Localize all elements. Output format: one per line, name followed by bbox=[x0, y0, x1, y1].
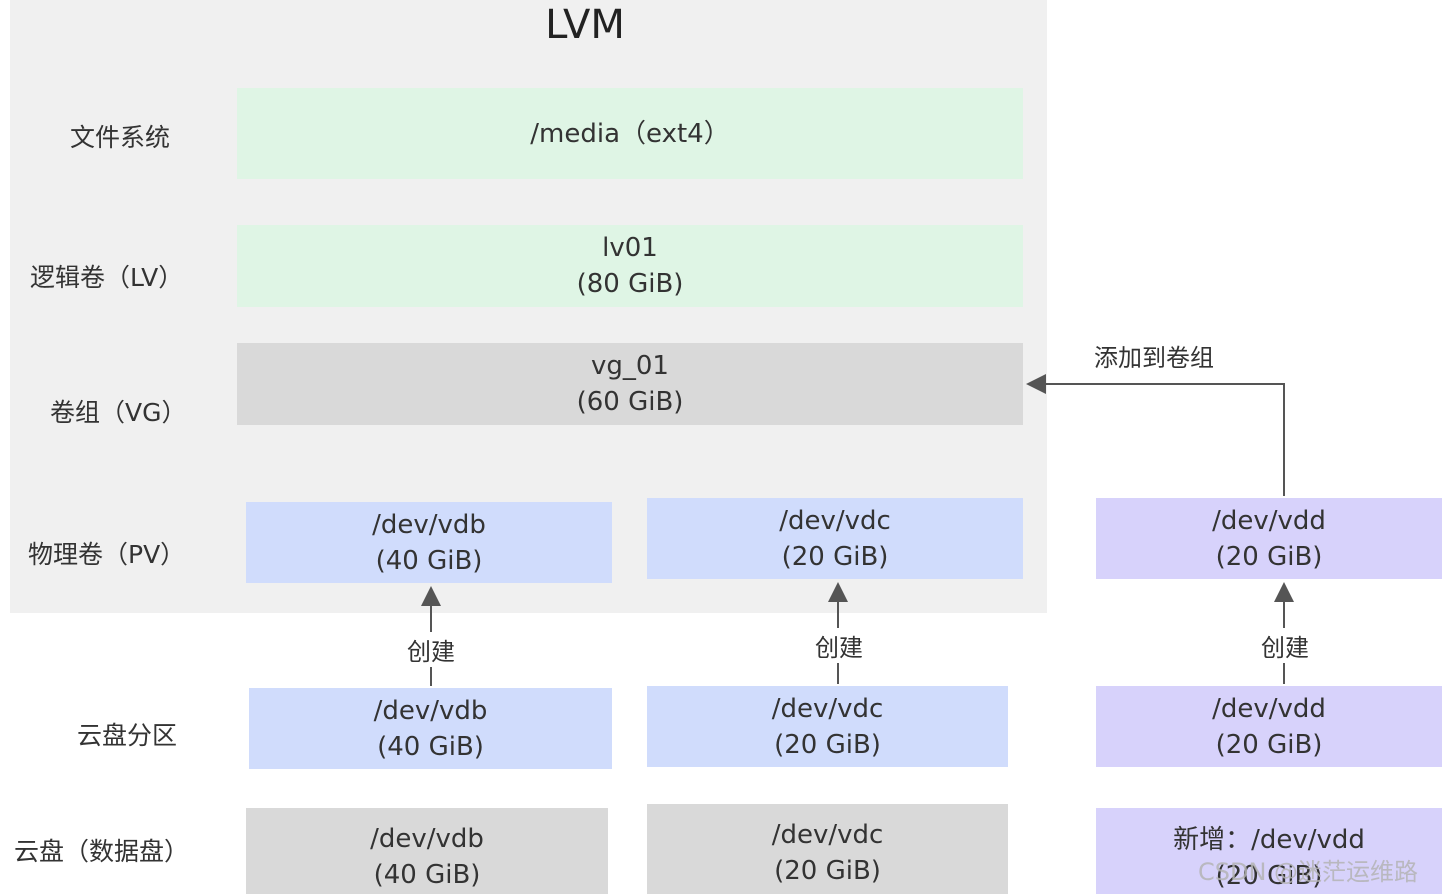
lv-size: (80 GiB) bbox=[576, 269, 684, 299]
disk-name: /dev/vdb bbox=[370, 824, 484, 854]
pv-box-vdc: /dev/vdc (20 GiB) bbox=[647, 498, 1023, 579]
edge-label-create-vdb: 创建 bbox=[405, 632, 457, 667]
disk-box-vdb: /dev/vdb (40 GiB) bbox=[246, 808, 608, 894]
vg-name: vg_01 bbox=[591, 351, 669, 381]
disk-size: (40 GiB) bbox=[373, 860, 481, 890]
vg-size: (60 GiB) bbox=[576, 387, 684, 417]
row-label-logical-volume: 逻辑卷（LV） bbox=[30, 263, 184, 292]
lv-name: lv01 bbox=[602, 233, 658, 263]
partition-box-vdd: /dev/vdd (20 GiB) bbox=[1096, 686, 1442, 767]
watermark: CSDN @迷茫运维路 bbox=[1198, 858, 1419, 886]
partition-size: (20 GiB) bbox=[1215, 729, 1323, 760]
row-label-physical-volume: 物理卷（PV） bbox=[28, 540, 186, 569]
row-label-disk: 云盘（数据盘） bbox=[14, 837, 190, 866]
add-to-vg-arrow bbox=[1026, 374, 1285, 496]
disk-box-vdd: 新增：/dev/vdd (20 GiB) bbox=[1096, 808, 1442, 894]
diagram-title: LVM bbox=[545, 2, 625, 48]
pv-name: /dev/vdc bbox=[779, 505, 891, 536]
logical-volume-box: lv01 (80 GiB) bbox=[237, 225, 1023, 307]
row-label-volume-group: 卷组（VG） bbox=[50, 398, 187, 427]
partition-box-vdc: /dev/vdc (20 GiB) bbox=[647, 686, 1008, 767]
row-label-partition: 云盘分区 bbox=[77, 721, 178, 750]
pv-box-vdb: /dev/vdb (40 GiB) bbox=[246, 502, 612, 583]
partition-size: (40 GiB) bbox=[377, 731, 484, 762]
filesystem-box: /media（ext4） bbox=[237, 88, 1023, 179]
pv-size: (20 GiB) bbox=[781, 541, 889, 572]
pv-name: /dev/vdd bbox=[1212, 505, 1326, 536]
partition-name: /dev/vdb bbox=[373, 695, 488, 726]
disk-size: (20 GiB) bbox=[1215, 861, 1323, 891]
row-label-filesystem: 文件系统 bbox=[70, 123, 171, 152]
disk-size: (20 GiB) bbox=[774, 856, 881, 886]
partition-box-vdb: /dev/vdb (40 GiB) bbox=[249, 688, 612, 769]
disk-name: /dev/vdc bbox=[771, 820, 884, 850]
partition-name: /dev/vdc bbox=[771, 693, 884, 724]
disk-box-vdc: /dev/vdc (20 GiB) bbox=[647, 804, 1008, 894]
disk-name: 新增：/dev/vdd bbox=[1173, 825, 1365, 855]
pv-size: (40 GiB) bbox=[375, 545, 483, 576]
pv-name: /dev/vdb bbox=[372, 509, 486, 540]
edge-label-create-vdc: 创建 bbox=[813, 628, 865, 663]
edge-label-add-to-vg: 添加到卷组 bbox=[1092, 338, 1216, 373]
pv-box-vdd: /dev/vdd (20 GiB) bbox=[1096, 498, 1442, 579]
edge-label-create-vdd: 创建 bbox=[1259, 628, 1311, 663]
filesystem-name: /media（ext4） bbox=[530, 118, 730, 149]
volume-group-box: vg_01 (60 GiB) bbox=[237, 343, 1023, 425]
pv-size: (20 GiB) bbox=[1215, 541, 1323, 572]
partition-size: (20 GiB) bbox=[774, 729, 881, 760]
partition-name: /dev/vdd bbox=[1212, 693, 1326, 724]
